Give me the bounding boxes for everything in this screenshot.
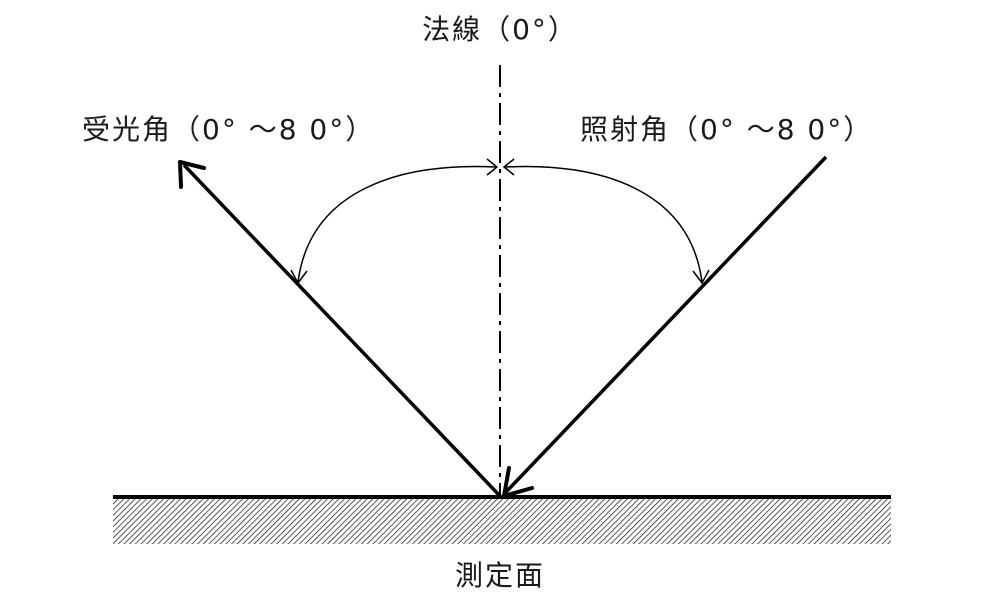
surface-hatching: [113, 498, 891, 544]
illumination-ray: [504, 155, 828, 494]
receiving-ray-arrowhead-icon: [178, 160, 206, 189]
illumination-arc-arrowhead-lower-icon: [692, 269, 710, 285]
receiving-angle-label: 受光角（0° ～8 0°）: [82, 113, 376, 146]
measurement-surface-label: 測定面: [454, 559, 546, 592]
receiving-ray: [182, 163, 502, 498]
receiving-arc-arrowhead-lower-icon: [290, 269, 308, 285]
illumination-arc-arrowhead-icon: [502, 158, 515, 176]
illumination-angle-arc: [504, 165, 703, 283]
illumination-ray-arrowhead-icon: [502, 466, 534, 498]
receiving-angle-arc: [297, 165, 497, 283]
illumination-angle-label: 照射角（0° ～8 0°）: [580, 113, 874, 146]
receiving-arc-arrowhead-icon: [486, 158, 499, 176]
normal-label: 法線（0°）: [422, 13, 578, 46]
